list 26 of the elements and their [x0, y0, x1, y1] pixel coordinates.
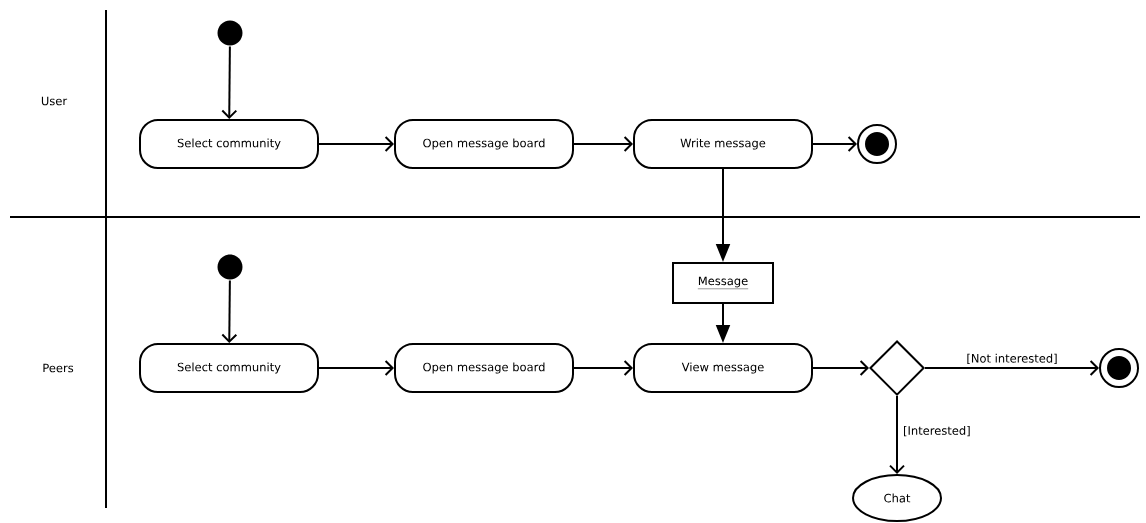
arrow [812, 360, 869, 376]
end-node [857, 124, 897, 164]
arrow [318, 136, 394, 152]
action-box: Write message [633, 119, 813, 169]
action-box: Open message board [394, 343, 574, 393]
end-node [1099, 348, 1139, 388]
action-box: Select community [139, 343, 319, 393]
lane-label: Peers [43, 363, 74, 373]
arrow [924, 360, 1099, 376]
object-box: Message [672, 262, 774, 304]
action-box: Select community [139, 119, 319, 169]
arrow [812, 136, 857, 152]
arrow [573, 136, 633, 152]
action-box: Open message board [394, 119, 574, 169]
arrow [889, 395, 905, 474]
lane-label: User [41, 96, 68, 106]
arrow [221, 45, 238, 119]
arrow [573, 360, 633, 376]
arrow [318, 360, 394, 376]
arrow [221, 279, 238, 343]
edge-label: [Interested] [902, 425, 972, 438]
decision-diamond [869, 340, 925, 396]
action-box: View message [633, 343, 813, 393]
start-node [217, 20, 243, 46]
edge-label: [Not interested] [965, 352, 1059, 365]
start-node [217, 254, 243, 280]
